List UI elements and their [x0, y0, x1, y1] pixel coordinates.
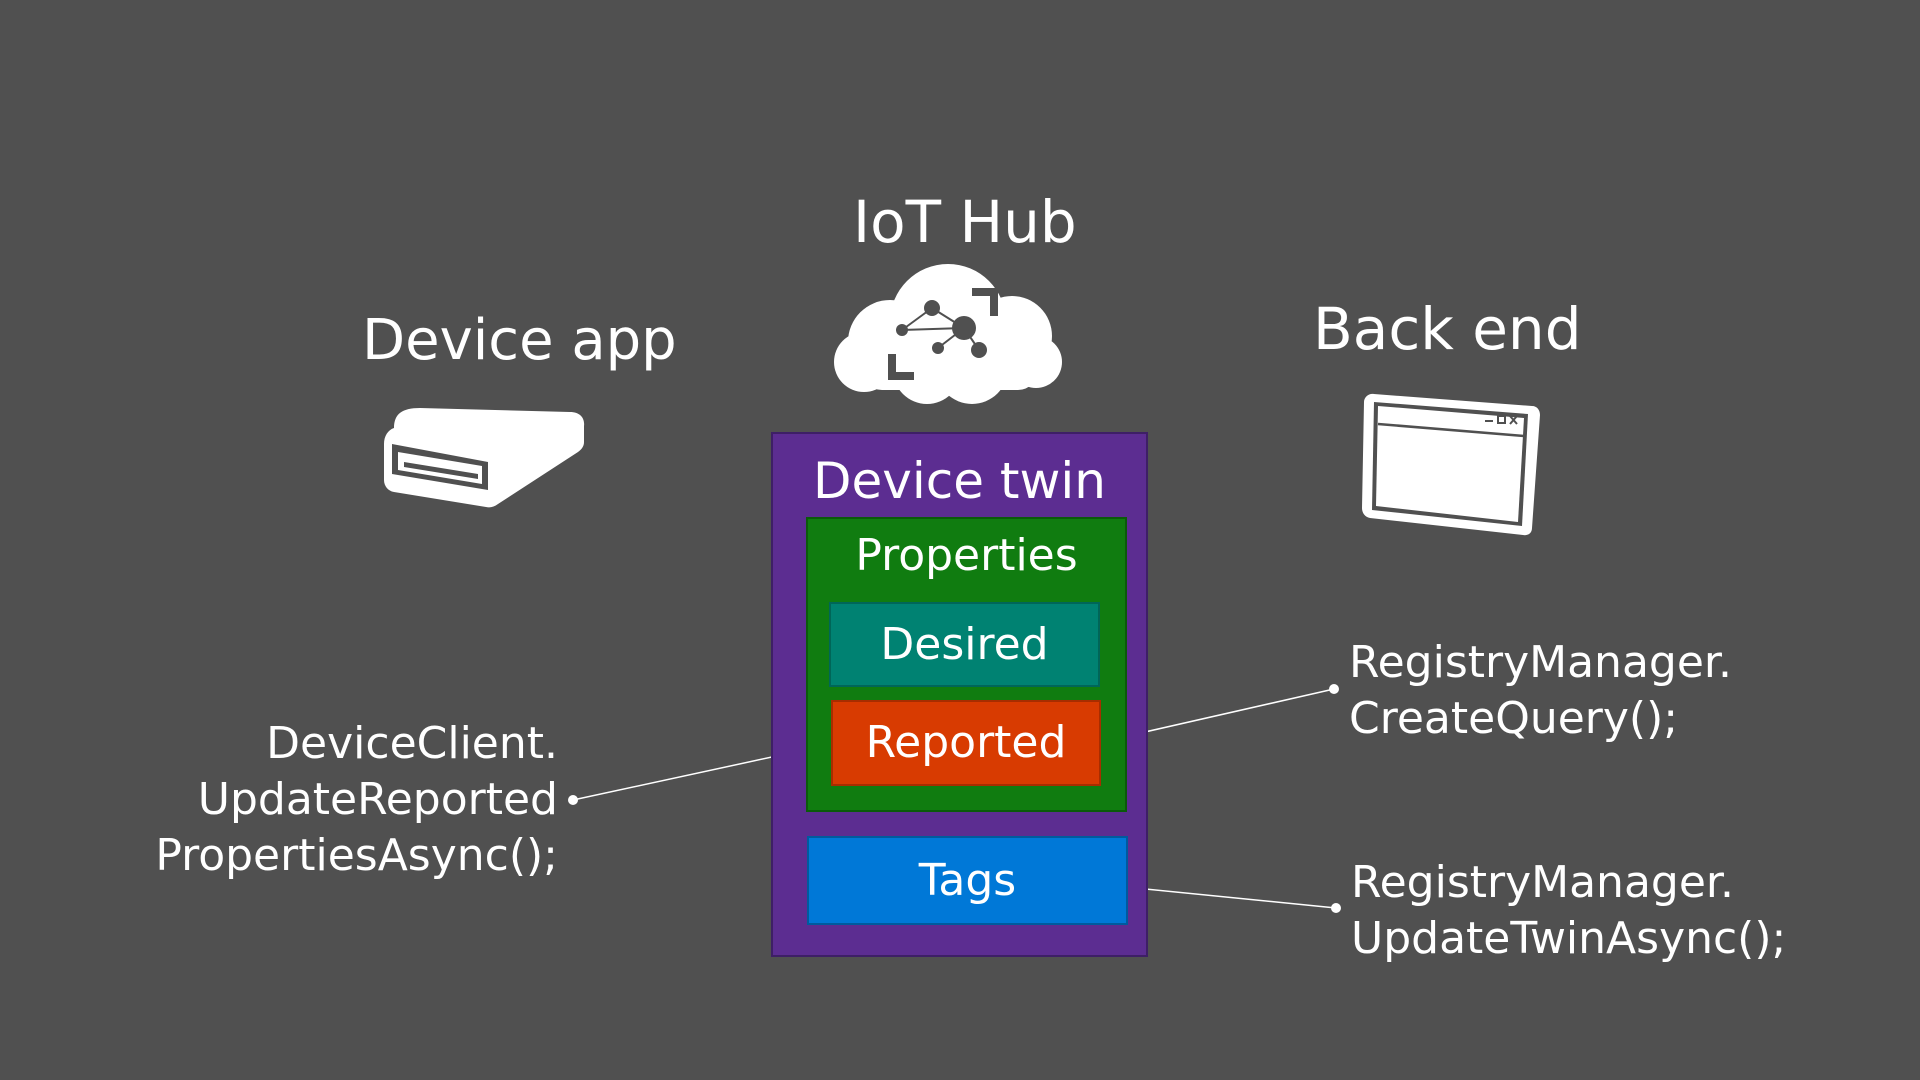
reported-label: Reported [865, 717, 1067, 768]
device-app-title: Device app [362, 308, 677, 373]
application-window-icon [1362, 393, 1540, 536]
callout-line: RegistryManager. [1351, 857, 1734, 908]
iot-hub-title: IoT Hub [853, 188, 1077, 256]
desired-box: Desired [829, 602, 1100, 687]
callout-line: RegistryManager. [1349, 637, 1732, 688]
connector-dot-update-twin [1331, 903, 1341, 913]
back-end-title: Back end [1313, 295, 1582, 363]
callout-line: CreateQuery(); [1349, 693, 1679, 744]
reported-box: Reported [831, 700, 1101, 786]
device-twin-label: Device twin [813, 452, 1106, 510]
connector-dot-device-client [568, 795, 578, 805]
callout-line: UpdateReported [197, 774, 558, 825]
connector-dot-create-query [1329, 684, 1339, 694]
iot-hub-cloud-icon [834, 264, 1062, 404]
callout-line: PropertiesAsync(); [155, 830, 558, 881]
update-twin-callout: RegistryManager. UpdateTwinAsync(); [1351, 855, 1786, 967]
tags-box: Tags [807, 836, 1128, 925]
callout-line: DeviceClient. [266, 718, 558, 769]
desired-label: Desired [880, 618, 1049, 670]
create-query-callout: RegistryManager. CreateQuery(); [1349, 635, 1732, 747]
tags-label: Tags [918, 854, 1017, 906]
callout-line: UpdateTwinAsync(); [1351, 913, 1787, 964]
properties-label: Properties [855, 530, 1078, 581]
device-client-callout: DeviceClient. UpdateReported PropertiesA… [155, 716, 558, 884]
storage-device-icon [384, 408, 585, 508]
